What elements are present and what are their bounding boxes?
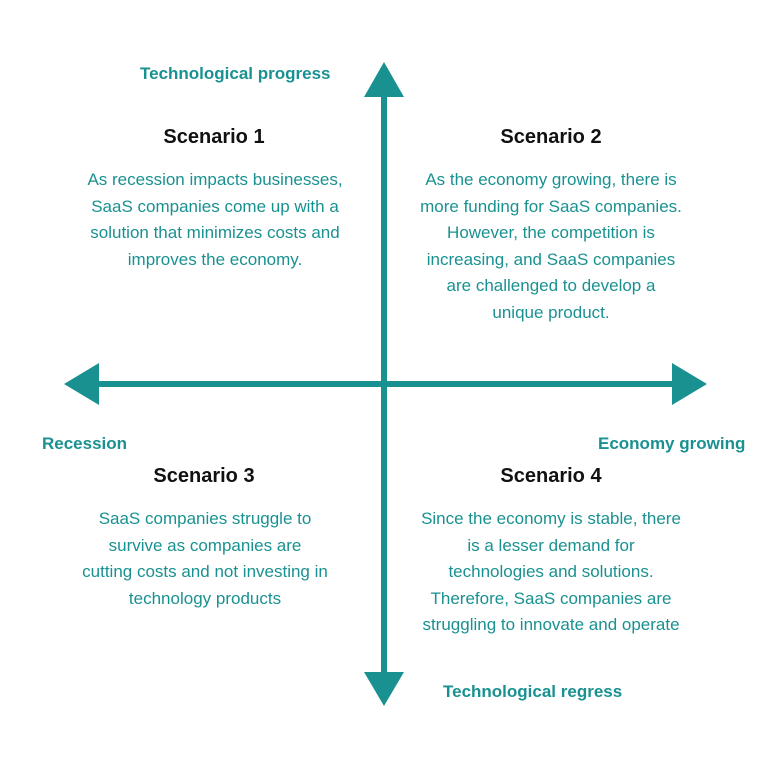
arrow-down-icon	[364, 672, 404, 706]
axis-label-left: Recession	[42, 434, 128, 453]
scenario-2-text: As the economy growing, there is more fu…	[420, 170, 682, 322]
arrow-up-icon	[364, 62, 404, 97]
arrow-right-icon	[672, 363, 707, 405]
scenario-4-text: Since the economy is stable, there is a …	[421, 509, 681, 634]
scenario-1-title: Scenario 1	[163, 126, 265, 148]
axis-label-bottom: Technological regress	[443, 682, 623, 701]
arrow-left-icon	[64, 363, 99, 405]
scenario-4-title: Scenario 4	[500, 465, 602, 487]
axis-label-right: Economy growing	[598, 434, 746, 453]
scenario-3-text: SaaS companies struggle to survive as co…	[82, 509, 328, 608]
scenario-1-text: As recession impacts businesses, SaaS co…	[87, 170, 343, 269]
scenario-2-title: Scenario 2	[500, 126, 602, 148]
scenario-3-title: Scenario 3	[153, 465, 255, 487]
axis-label-top: Technological progress	[140, 64, 331, 83]
